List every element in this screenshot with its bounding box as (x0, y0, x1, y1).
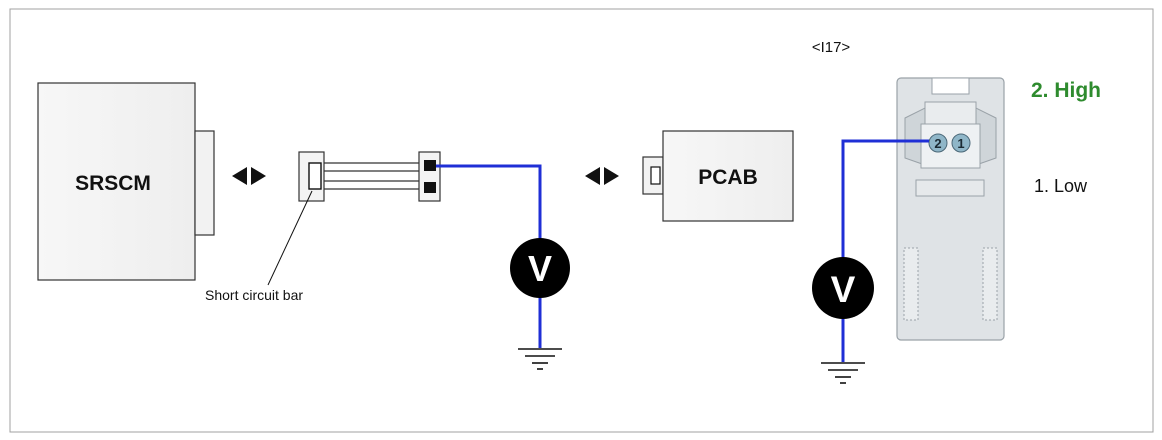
srscm-connector (194, 130, 215, 236)
pcab-connector-pin (650, 166, 661, 185)
ground-left-icon (518, 348, 562, 370)
connector-i17-cavity-top (924, 101, 977, 125)
pin-1-icon (951, 133, 971, 153)
pin-low-label: 1. Low (1034, 176, 1088, 196)
voltmeter-right: V (812, 257, 874, 319)
voltmeter-left-symbol: V (528, 248, 552, 289)
pcab-module: PCAB (642, 130, 794, 222)
disconnect-arrows-right (585, 167, 619, 185)
connector-i17-tab (931, 77, 970, 95)
pcab-body (662, 130, 794, 222)
connector-i17-ridge (915, 179, 985, 197)
srscm-module: SRSCM (37, 82, 215, 281)
srscm-label: SRSCM (75, 172, 151, 195)
connector-i17: 2 1 (896, 77, 1005, 341)
short-circuit-bar-leader (267, 190, 313, 286)
arrow-right-icon (251, 167, 266, 185)
connector-i17-rail-right (982, 247, 998, 321)
voltmeter-left: V (510, 238, 570, 298)
harness-pin-bottom (424, 182, 436, 193)
pin-1-number: 1 (957, 136, 964, 151)
harness-pin-top (424, 160, 436, 171)
pin-high-label: 2. High (1031, 79, 1101, 102)
srscm-body (37, 82, 196, 281)
arrow-left-icon (585, 167, 600, 185)
pin-2-number: 2 (934, 136, 941, 151)
arrow-right-icon (604, 167, 619, 185)
harness-plug-right (418, 151, 441, 202)
short-circuit-bar (308, 162, 322, 190)
connector-i17-rail-left (903, 247, 919, 321)
arrow-left-icon (232, 167, 247, 185)
measure-wire-left-upper (436, 164, 542, 239)
pin-2-icon (928, 133, 948, 153)
measure-wire-right-upper (841, 139, 929, 258)
voltmeter-right-body (812, 257, 874, 319)
ground-right-icon (821, 362, 865, 384)
voltmeter-left-body (510, 238, 570, 298)
connector-id-label: <I17> (812, 39, 851, 56)
voltmeter-right-symbol: V (831, 269, 856, 310)
disconnect-arrows-left (232, 167, 266, 185)
pcab-label: PCAB (698, 166, 758, 189)
short-circuit-bar-label: Short circuit bar (205, 287, 303, 303)
